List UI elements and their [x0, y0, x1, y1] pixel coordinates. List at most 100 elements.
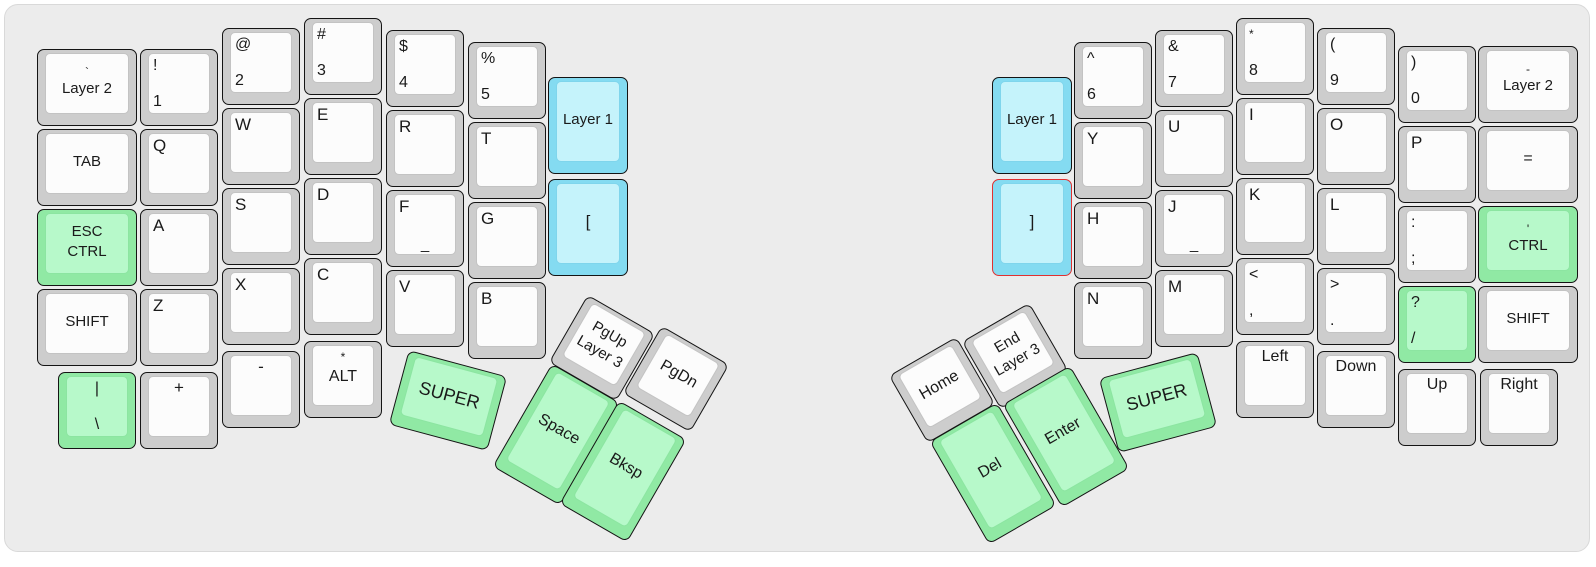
key-legend: )0 — [1411, 54, 1420, 107]
key-colon-semicolon[interactable]: :; — [1398, 206, 1476, 283]
keycap-top: :; — [1406, 210, 1468, 271]
key-at-2[interactable]: @2 — [222, 28, 300, 105]
key-legend: - — [258, 357, 264, 376]
key-caret-6[interactable]: ^6 — [1074, 42, 1152, 119]
key-legend: D — [317, 185, 330, 204]
key-arrow-down[interactable]: Down — [1317, 351, 1395, 428]
keycap-top: X — [230, 272, 292, 333]
key-legend: S — [235, 195, 247, 214]
key-c[interactable]: C — [304, 258, 382, 335]
key-legend: 'CTRL — [1508, 221, 1548, 254]
key-e[interactable]: E — [304, 98, 382, 175]
key-less-comma[interactable]: <, — [1236, 258, 1314, 335]
key-d[interactable]: D — [304, 178, 382, 255]
keycap-top: SUPER — [399, 355, 499, 437]
key-question-slash[interactable]: ?/ — [1398, 286, 1476, 363]
key-legend: E — [317, 105, 329, 124]
keycap-top: ?/ — [1406, 290, 1468, 351]
key-v[interactable]: V — [386, 270, 464, 347]
key-dollar-4[interactable]: $4 — [386, 30, 464, 107]
key-h[interactable]: H — [1074, 202, 1152, 279]
key-layer1-right[interactable]: Layer 1 — [992, 77, 1072, 174]
key-pipe-backslash[interactable]: |\ — [58, 372, 136, 449]
key-exclam-1[interactable]: !1 — [140, 49, 218, 126]
key-legend: P — [1411, 133, 1423, 152]
key-greater-period[interactable]: >. — [1317, 268, 1395, 345]
key-legend: N — [1087, 289, 1100, 308]
keycap-top: <, — [1244, 262, 1306, 323]
key-s[interactable]: S — [222, 188, 300, 265]
key-legend: >. — [1330, 276, 1340, 329]
key-k[interactable]: K — [1236, 178, 1314, 255]
key-l[interactable]: L — [1317, 188, 1395, 265]
key-super-left[interactable]: SUPER — [388, 349, 508, 451]
key-arrow-right[interactable]: Right — [1480, 369, 1558, 446]
key-q[interactable]: Q — [140, 129, 218, 206]
keycap-top: #3 — [312, 22, 374, 83]
key-legend: PgDn — [657, 356, 701, 392]
key-y[interactable]: Y — [1074, 122, 1152, 199]
key-quote-ctrl[interactable]: 'CTRL — [1478, 206, 1578, 283]
key-legend: TAB — [72, 153, 102, 170]
key-legend: T — [481, 129, 492, 148]
keycap-top: ] — [1000, 183, 1064, 264]
keycap-top: - — [230, 355, 292, 416]
key-t[interactable]: T — [468, 122, 546, 199]
key-layer1-left[interactable]: Layer 1 — [548, 77, 628, 174]
keycap-top: P — [1406, 130, 1468, 191]
keycap-top: ^6 — [1082, 46, 1144, 107]
key-minus[interactable]: - — [222, 351, 300, 428]
key-legend: (9 — [1330, 36, 1339, 89]
keycap-top: TAB — [45, 133, 129, 194]
key-backtick-layer2[interactable]: `Layer 2 — [37, 49, 137, 126]
key-super-right[interactable]: SUPER — [1098, 351, 1218, 453]
key-ampersand-7[interactable]: &7 — [1155, 30, 1233, 107]
keycap-top: D — [312, 182, 374, 243]
key-legend: Up — [1426, 376, 1448, 393]
keycap-top: R — [394, 114, 456, 175]
key-minus-layer2[interactable]: -Layer 2 — [1478, 46, 1578, 123]
keycap-top: &7 — [1163, 34, 1225, 95]
key-a[interactable]: A — [140, 209, 218, 286]
key-u[interactable]: U — [1155, 110, 1233, 187]
key-legend: U — [1168, 117, 1181, 136]
key-r[interactable]: R — [386, 110, 464, 187]
key-legend: *8 — [1249, 27, 1258, 79]
key-m[interactable]: M — [1155, 270, 1233, 347]
key-i[interactable]: I — [1236, 98, 1314, 175]
key-w[interactable]: W — [222, 108, 300, 185]
keycap-top: PgDn — [635, 333, 721, 418]
key-tab[interactable]: TAB — [37, 129, 137, 206]
key-equals[interactable]: = — [1478, 126, 1578, 203]
key-g[interactable]: G — [468, 202, 546, 279]
key-legend: !1 — [153, 57, 162, 110]
key-j[interactable]: J_ — [1155, 190, 1233, 267]
key-legend: X — [235, 275, 247, 294]
key-n[interactable]: N — [1074, 282, 1152, 359]
key-paren-9[interactable]: (9 — [1317, 28, 1395, 105]
key-p[interactable]: P — [1398, 126, 1476, 203]
key-legend: :; — [1411, 214, 1416, 267]
key-left-bracket[interactable]: [ — [548, 179, 628, 276]
key-x[interactable]: X — [222, 268, 300, 345]
key-arrow-left[interactable]: Left — [1236, 341, 1314, 418]
key-right-bracket[interactable]: ] — [992, 179, 1072, 276]
key-paren-0[interactable]: )0 — [1398, 46, 1476, 123]
key-o[interactable]: O — [1317, 108, 1395, 185]
key-percent-5[interactable]: %5 — [468, 42, 546, 119]
key-f[interactable]: F_ — [386, 190, 464, 267]
key-plus[interactable]: + — [140, 372, 218, 449]
key-shift-left[interactable]: SHIFT — [37, 289, 137, 366]
key-asterisk-8[interactable]: *8 — [1236, 18, 1314, 95]
key-b[interactable]: B — [468, 282, 546, 359]
key-z[interactable]: Z — [140, 289, 218, 366]
key-asterisk-alt[interactable]: *ALT — [304, 341, 382, 418]
key-arrow-up[interactable]: Up — [1398, 369, 1476, 446]
key-hash-3[interactable]: #3 — [304, 18, 382, 95]
key-legend: M — [1168, 277, 1183, 296]
key-shift-right[interactable]: SHIFT — [1478, 286, 1578, 363]
key-legend: Layer 1 — [562, 111, 614, 128]
